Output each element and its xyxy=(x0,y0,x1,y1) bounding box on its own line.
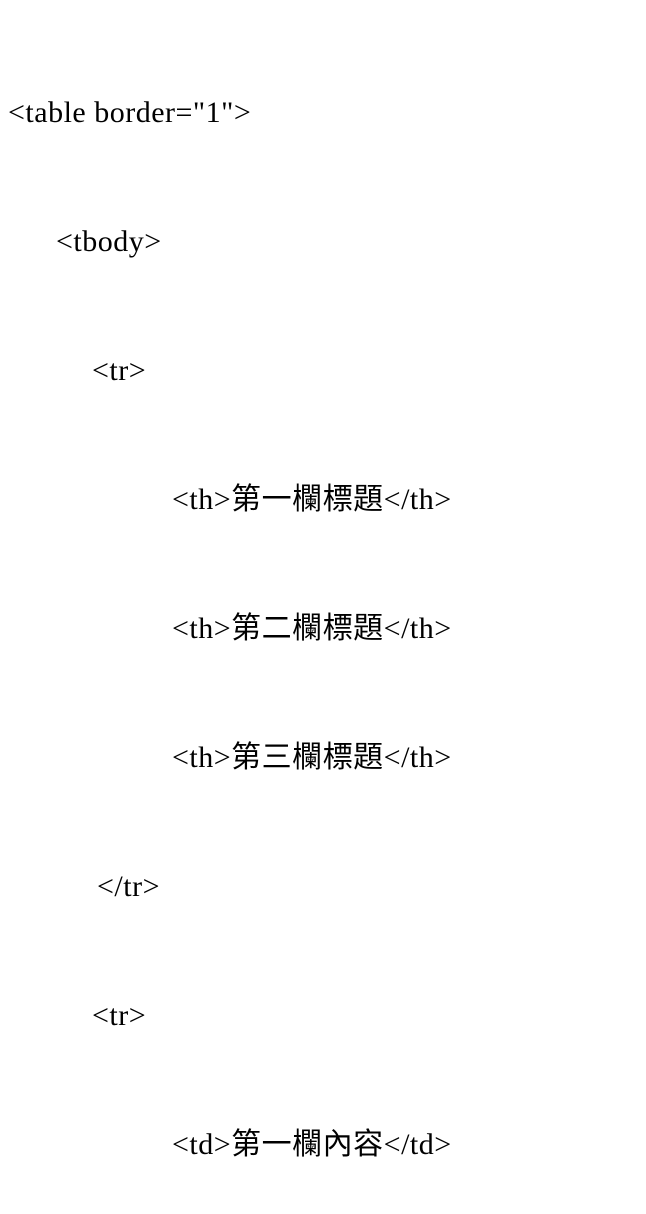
code-line-table-open: <table border="1"> xyxy=(8,96,252,129)
code-line-tr-close-1: </tr> xyxy=(97,870,160,903)
code-line-tr-open-1: <tr> xyxy=(92,354,147,387)
code-line-tr-open-2: <tr> xyxy=(92,999,147,1032)
code-line-th-2: <th>第二欄標題</th> xyxy=(172,612,452,645)
code-line-td-1: <td>第一欄內容</td> xyxy=(172,1128,452,1161)
code-line-tbody-open: <tbody> xyxy=(56,225,162,258)
code-line-th-3: <th>第三欄標題</th> xyxy=(172,741,452,774)
code-line-th-1: <th>第一欄標題</th> xyxy=(172,483,452,516)
